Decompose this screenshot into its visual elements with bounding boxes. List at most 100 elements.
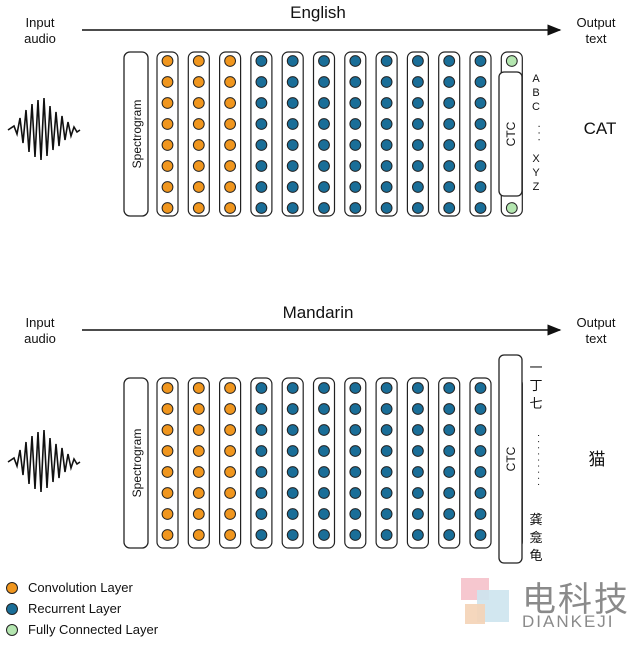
recurrent-neuron	[349, 424, 362, 436]
recurrent-neuron	[380, 76, 393, 88]
recurrent-neuron	[412, 424, 424, 436]
recurrent-neuron	[255, 529, 268, 541]
ctc-label: CTC	[504, 121, 518, 146]
convolution-neuron	[224, 97, 237, 109]
recurrent-neuron	[349, 529, 362, 541]
recurrent-neuron	[318, 202, 330, 214]
recurrent-neuron	[380, 118, 393, 130]
recurrent-neuron	[255, 403, 268, 415]
recurrent-neuron	[255, 202, 268, 214]
recurrent-neuron	[380, 466, 393, 478]
recurrent-layer-column	[344, 51, 367, 217]
recurrent-neuron	[412, 403, 424, 415]
recurrent-neuron	[443, 76, 456, 88]
language-title-english: English	[290, 3, 346, 22]
input-audio-label-2a: Input	[26, 315, 55, 330]
output-text-label-2b: text	[586, 331, 607, 346]
language-title-mandarin: Mandarin	[283, 303, 354, 322]
convolution-neuron	[192, 403, 205, 415]
recurrent-neuron	[443, 97, 456, 109]
recurrent-neuron	[380, 181, 393, 193]
output-text-label-1b: text	[586, 31, 607, 46]
convolution-neuron	[161, 382, 174, 394]
recurrent-dot-icon	[6, 602, 18, 615]
symbol-top-0: A	[532, 73, 540, 85]
convolution-neuron	[192, 382, 205, 394]
recurrent-neuron	[474, 76, 487, 88]
recurrent-neuron	[286, 160, 299, 172]
convolution-layer-column	[219, 51, 242, 217]
convolution-neuron	[192, 76, 205, 88]
recurrent-neuron	[443, 403, 456, 415]
recurrent-neuron	[443, 487, 456, 499]
recurrent-neuron	[255, 487, 268, 499]
recurrent-neuron	[380, 529, 393, 541]
symbol-bottom-1: Y	[532, 167, 540, 179]
convolution-layer-column	[187, 51, 210, 217]
recurrent-neuron	[474, 466, 487, 478]
convolution-neuron	[192, 466, 205, 478]
convolution-neuron	[224, 508, 237, 520]
convolution-neuron	[224, 55, 237, 67]
recurrent-neuron	[412, 487, 424, 499]
recurrent-layer-column	[406, 51, 429, 217]
recurrent-neuron	[286, 55, 299, 67]
recurrent-neuron	[412, 97, 424, 109]
symbol-ellipsis: · · ·	[533, 124, 545, 141]
watermark-latin-text: DIANKEJI	[522, 612, 615, 631]
recurrent-neuron	[286, 403, 299, 415]
recurrent-layer-column	[469, 377, 492, 549]
convolution-neuron	[161, 76, 174, 88]
convolution-neuron	[161, 139, 174, 151]
recurrent-neuron	[349, 55, 362, 67]
convolution-neuron	[161, 529, 174, 541]
recurrent-neuron	[349, 487, 362, 499]
convolution-neuron	[192, 202, 205, 214]
recurrent-neuron	[318, 160, 330, 172]
convolution-neuron	[192, 508, 205, 520]
recurrent-layer-column	[250, 51, 273, 217]
recurrent-neuron	[318, 529, 330, 541]
recurrent-neuron	[255, 76, 268, 88]
recurrent-neuron	[318, 139, 330, 151]
recurrent-neuron	[412, 76, 424, 88]
recurrent-neuron	[255, 466, 268, 478]
convolution-neuron	[224, 445, 237, 457]
convolution-neuron	[224, 487, 237, 499]
convolution-neuron	[224, 76, 237, 88]
recurrent-neuron	[318, 76, 330, 88]
recurrent-neuron	[474, 55, 487, 67]
convolution-neuron	[192, 445, 205, 457]
convolution-neuron	[161, 403, 174, 415]
convolution-neuron	[192, 487, 205, 499]
convolution-neuron	[161, 508, 174, 520]
fully-connected-neuron	[505, 55, 518, 67]
output-word-mandarin: 猫	[589, 450, 606, 469]
watermark-logo-icon	[461, 578, 509, 624]
char-bottom-1: 龛	[529, 530, 542, 545]
ctc-label-2: CTC	[504, 446, 518, 471]
recurrent-neuron	[349, 382, 362, 394]
convolution-neuron	[161, 466, 174, 478]
recurrent-neuron	[286, 181, 299, 193]
recurrent-neuron	[380, 487, 393, 499]
recurrent-neuron	[412, 202, 424, 214]
recurrent-neuron	[443, 202, 456, 214]
recurrent-neuron	[412, 529, 424, 541]
convolution-neuron	[161, 487, 174, 499]
recurrent-neuron	[255, 424, 268, 436]
recurrent-layer-column	[375, 377, 398, 549]
recurrent-neuron	[286, 139, 299, 151]
ctc-box-2	[498, 354, 523, 564]
recurrent-neuron	[255, 181, 268, 193]
input-audio-label-2b: audio	[24, 331, 56, 346]
recurrent-neuron	[474, 139, 487, 151]
convolution-neuron	[224, 403, 237, 415]
fully-connected-dot-icon	[6, 623, 18, 636]
recurrent-neuron	[443, 424, 456, 436]
recurrent-neuron	[286, 529, 299, 541]
recurrent-neuron	[255, 508, 268, 520]
ctc-box	[498, 71, 523, 197]
recurrent-neuron	[474, 529, 487, 541]
convolution-neuron	[224, 424, 237, 436]
